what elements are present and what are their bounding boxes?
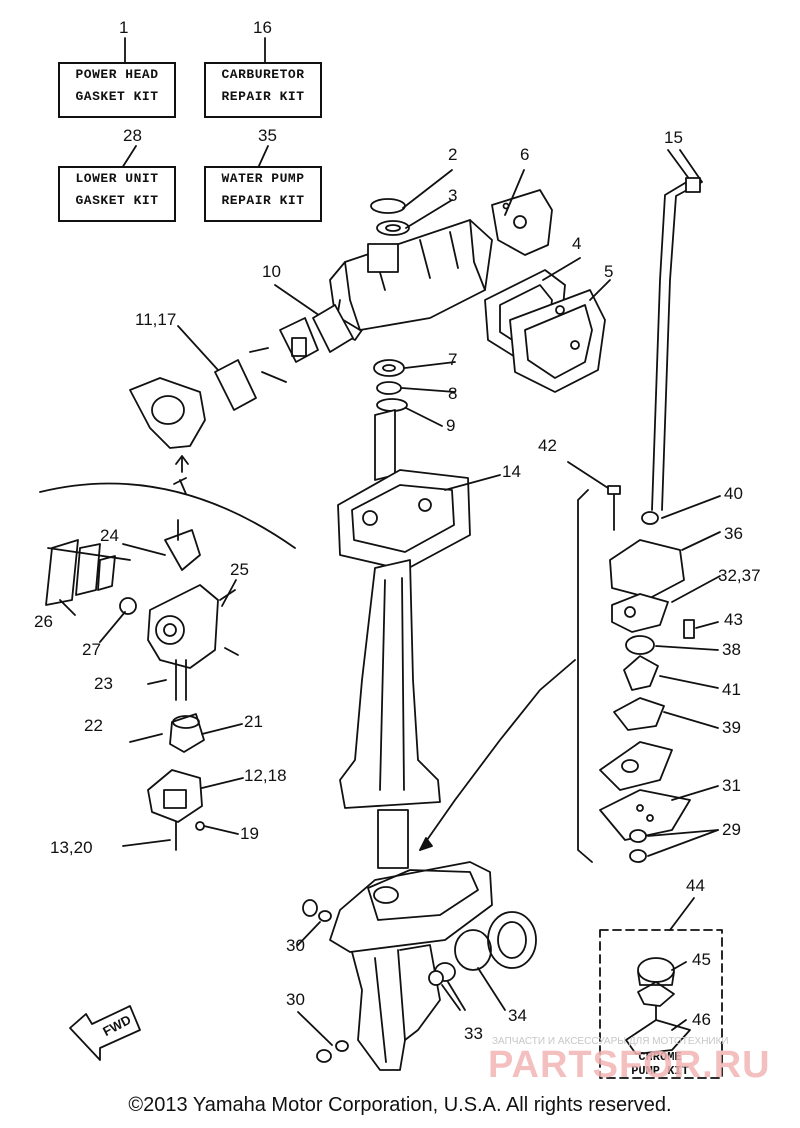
kit-box-lower-unit: LOWER UNIT GASKET KIT	[58, 166, 176, 222]
callout-41: 41	[722, 680, 741, 699]
callout-23: 23	[94, 674, 113, 693]
copyright-notice: ©2013 Yamaha Motor Corporation, U.S.A. A…	[128, 1094, 672, 1116]
callout-44: 44	[686, 876, 705, 895]
callout-12-18: 12,18	[244, 766, 287, 785]
lower-gear-case	[297, 659, 576, 1071]
callout-26: 26	[34, 612, 53, 631]
callout-45: 45	[692, 950, 711, 969]
kit-line: CARBURETOR	[221, 67, 305, 82]
callout-46: 46	[692, 1010, 711, 1029]
callout-8: 8	[448, 384, 458, 403]
chrome-kit-line: CHROME	[638, 1050, 682, 1064]
carburetor-intake	[129, 304, 354, 473]
kit-line: POWER HEAD	[75, 67, 159, 82]
kit-line: REPAIR KIT	[221, 193, 305, 208]
kit-box-carburetor: CARBURETOR REPAIR KIT	[204, 62, 322, 118]
chrome-pump-kit-box	[599, 897, 723, 1079]
chrome-pump-kit-label: CHROME PUMP KIT	[610, 1050, 710, 1078]
callout-10: 10	[262, 262, 281, 281]
kit-box-water-pump: WATER PUMP REPAIR KIT	[204, 166, 322, 222]
drive-shaft-housing	[337, 409, 501, 869]
callout-30-lower: 30	[286, 990, 305, 1009]
exhaust-cover-plates	[484, 189, 606, 393]
callout-22: 22	[84, 716, 103, 735]
callout-38: 38	[722, 640, 741, 659]
callout-32-37: 32,37	[718, 566, 761, 585]
callout-5: 5	[604, 262, 614, 281]
chrome-kit-line: PUMP KIT	[631, 1064, 689, 1078]
callout-34: 34	[508, 1006, 527, 1025]
watermark-logo: PARTSFOR.RU	[488, 1044, 771, 1086]
callout-31: 31	[722, 776, 741, 795]
callout-3: 3	[448, 186, 458, 205]
callout-2: 2	[448, 145, 458, 164]
callout-27: 27	[82, 640, 101, 659]
power-head-block	[329, 198, 493, 341]
kit-number: 1	[119, 18, 129, 37]
callout-11-17: 11,17	[135, 310, 177, 329]
callout-9: 9	[446, 416, 456, 435]
callout-39: 39	[722, 718, 741, 737]
callout-7: 7	[448, 350, 458, 369]
callout-42: 42	[538, 436, 557, 455]
kit-number: 35	[258, 126, 277, 145]
callout-13-20: 13,20	[50, 838, 93, 857]
carburetor-exploded	[39, 477, 296, 851]
callout-40: 40	[724, 484, 743, 503]
callout-14: 14	[502, 462, 521, 481]
power-head-leaders	[177, 169, 611, 371]
kit-number: 28	[123, 126, 142, 145]
forward-arrow	[69, 1005, 141, 1061]
callout-4: 4	[572, 234, 582, 253]
callout-15: 15	[664, 128, 683, 147]
kit-line: GASKET KIT	[75, 193, 159, 208]
callout-21: 21	[244, 712, 263, 731]
callout-19: 19	[240, 824, 259, 843]
kit-line: REPAIR KIT	[221, 89, 305, 104]
callout-36: 36	[724, 524, 743, 543]
kit-box-power-head: POWER HEAD GASKET KIT	[58, 62, 176, 118]
kit-line: LOWER UNIT	[75, 171, 159, 186]
callout-30-upper: 30	[286, 936, 305, 955]
water-pump-exploded	[567, 149, 721, 863]
callout-43: 43	[724, 610, 743, 629]
callout-33: 33	[464, 1024, 483, 1043]
callout-6: 6	[520, 145, 530, 164]
callout-25: 25	[230, 560, 249, 579]
callout-24: 24	[100, 526, 119, 545]
kit-line: GASKET KIT	[75, 89, 159, 104]
kit-number: 16	[253, 18, 272, 37]
watermark-tagline: ЗАПЧАСТИ И АКСЕССУАРЫ ДЛЯ МОТОТЕХНИКИ	[492, 1036, 729, 1047]
callout-29: 29	[722, 820, 741, 839]
kit-leaders	[121, 37, 269, 169]
kit-line: WATER PUMP	[221, 171, 305, 186]
